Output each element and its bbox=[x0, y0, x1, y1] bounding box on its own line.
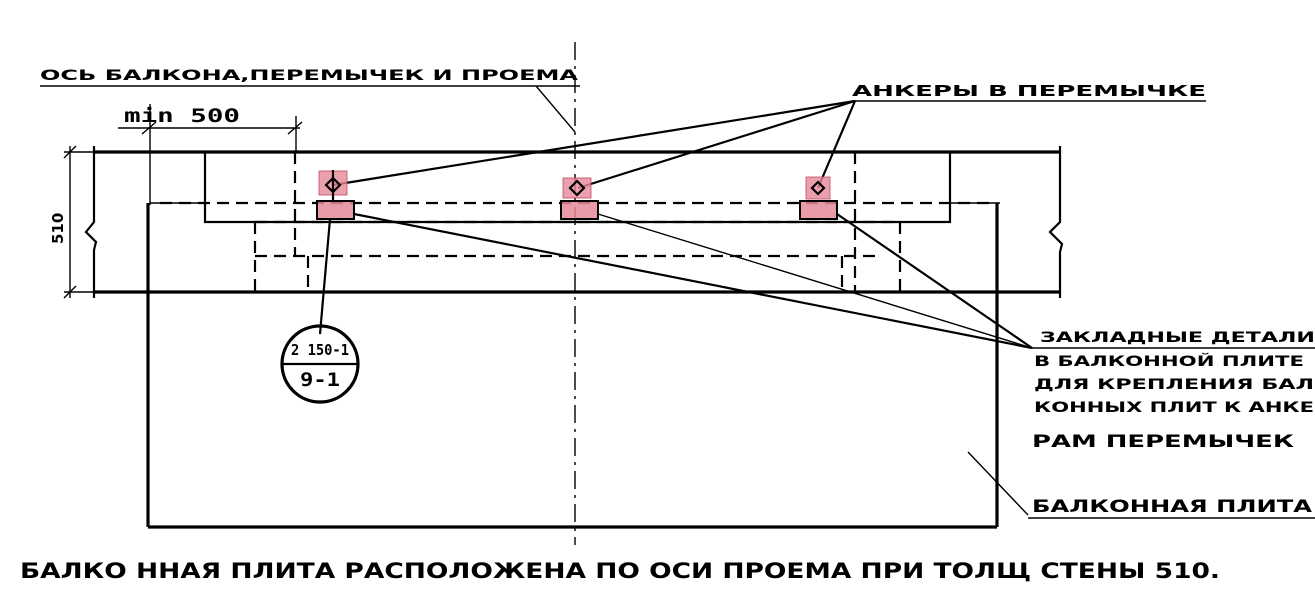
wall-right-break bbox=[1048, 146, 1064, 298]
min500-text: min 500 bbox=[124, 105, 240, 127]
balcony-slab bbox=[146, 202, 1000, 529]
anchors bbox=[318, 170, 831, 200]
anchors-callout: АНКЕРЫ В ПЕРЕМЫЧКЕ bbox=[332, 82, 1206, 190]
svg-text:В БАЛКОННОЙ ПЛИТЕ: В БАЛКОННОЙ ПЛИТЕ bbox=[1034, 353, 1304, 370]
svg-text:ДЛЯ КРЕПЛЕНИЯ БАЛ: ДЛЯ КРЕПЛЕНИЯ БАЛ bbox=[1034, 377, 1314, 393]
svg-text:ЗАКЛАДНЫЕ ДЕТАЛИ: ЗАКЛАДНЫЕ ДЕТАЛИ bbox=[1040, 330, 1315, 346]
axis-label: ОСЬ БАЛКОНА,ПЕРЕМЫЧЕК И ПРОЕМА bbox=[40, 68, 579, 84]
balcony-slab-callout: БАЛКОННАЯ ПЛИТА bbox=[967, 451, 1315, 519]
balcony-slab-label: БАЛКОННАЯ ПЛИТА bbox=[1032, 497, 1312, 516]
wall-section bbox=[84, 146, 1064, 298]
embedded-plate-left bbox=[316, 200, 355, 220]
lintel-recess bbox=[203, 152, 952, 224]
reference-top: 2 150-1 bbox=[291, 341, 349, 359]
embedded-plate-right bbox=[799, 200, 838, 220]
anchor-center bbox=[562, 177, 592, 199]
wall-left-break bbox=[84, 146, 98, 298]
anchor-left bbox=[318, 170, 348, 200]
dimension-min500: min 500 bbox=[118, 104, 303, 205]
axis-callout: ОСЬ БАЛКОНА,ПЕРЕМЫЧЕК И ПРОЕМА bbox=[40, 68, 580, 133]
embedded-parts-callout: ЗАКЛАДНЫЕ ДЕТАЛИ В БАЛКОННОЙ ПЛИТЕ ДЛЯ К… bbox=[353, 212, 1315, 452]
dimension-510-text: 510 bbox=[49, 213, 67, 244]
embedded-parts bbox=[316, 200, 838, 220]
reference-bottom: 9-1 bbox=[300, 369, 340, 391]
dimension-510: 510 bbox=[49, 145, 96, 299]
anchors-label: АНКЕРЫ В ПЕРЕМЫЧКЕ bbox=[852, 82, 1206, 100]
anchor-right bbox=[805, 176, 831, 200]
svg-text:КОННЫХ ПЛИТ К АНКЕ: КОННЫХ ПЛИТ К АНКЕ bbox=[1034, 400, 1314, 416]
reference-callout: 2 150-1 9-1 bbox=[280, 218, 360, 404]
embedded-plate-center bbox=[560, 200, 599, 220]
svg-text:РАМ ПЕРЕМЫЧЕК: РАМ ПЕРЕМЫЧЕК bbox=[1032, 432, 1294, 452]
embedded-parts-label: ЗАКЛАДНЫЕ ДЕТАЛИ В БАЛКОННОЙ ПЛИТЕ ДЛЯ К… bbox=[1032, 330, 1315, 452]
drawing-caption: БАЛКО ННАЯ ПЛИТА РАСПОЛОЖЕНА ПО ОСИ ПРОЕ… bbox=[20, 559, 1220, 583]
